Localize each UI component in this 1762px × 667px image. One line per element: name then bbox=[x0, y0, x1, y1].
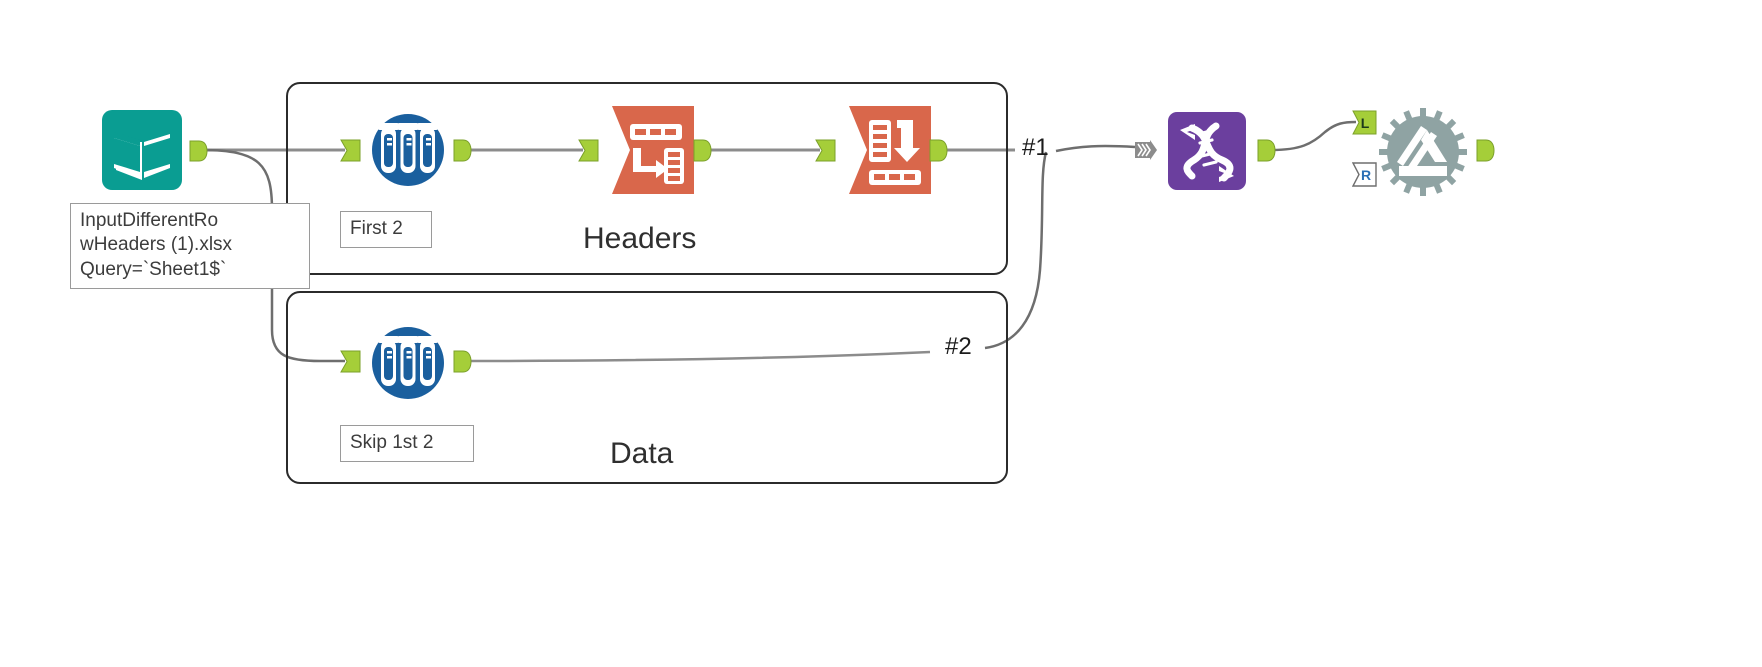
tool-input-data[interactable] bbox=[100, 108, 184, 192]
tool-sample-data[interactable] bbox=[370, 325, 446, 401]
tool-union[interactable] bbox=[1166, 110, 1248, 192]
svg-text:L: L bbox=[1361, 115, 1370, 131]
tool-crosstab[interactable] bbox=[845, 104, 935, 196]
tool-container-headers[interactable] bbox=[286, 82, 1008, 275]
book-icon bbox=[102, 110, 182, 190]
gear-pencil-icon bbox=[1379, 108, 1467, 196]
container-label-headers: Headers bbox=[583, 222, 697, 255]
tool-transpose[interactable] bbox=[608, 104, 698, 196]
connection-label-1: #1 bbox=[1022, 134, 1049, 161]
container-label-data: Data bbox=[610, 437, 674, 470]
union-helix-icon bbox=[1168, 112, 1246, 190]
tool-container-data[interactable] bbox=[286, 291, 1008, 484]
tool-join-disabled[interactable] bbox=[1377, 106, 1469, 198]
annotation-sample-headers: First 2 bbox=[340, 211, 432, 249]
test-tubes-icon bbox=[372, 327, 444, 399]
svg-text:R: R bbox=[1361, 167, 1371, 183]
annotation-input-data: InputDifferentRo wHeaders (1).xlsx Query… bbox=[70, 203, 310, 289]
annotation-sample-data: Skip 1st 2 bbox=[340, 425, 474, 463]
crosstab-icon bbox=[849, 106, 931, 194]
tool-sample-headers[interactable] bbox=[370, 112, 446, 188]
test-tubes-icon bbox=[372, 114, 444, 186]
connection-label-2: #2 bbox=[945, 333, 972, 360]
transpose-icon bbox=[612, 106, 694, 194]
